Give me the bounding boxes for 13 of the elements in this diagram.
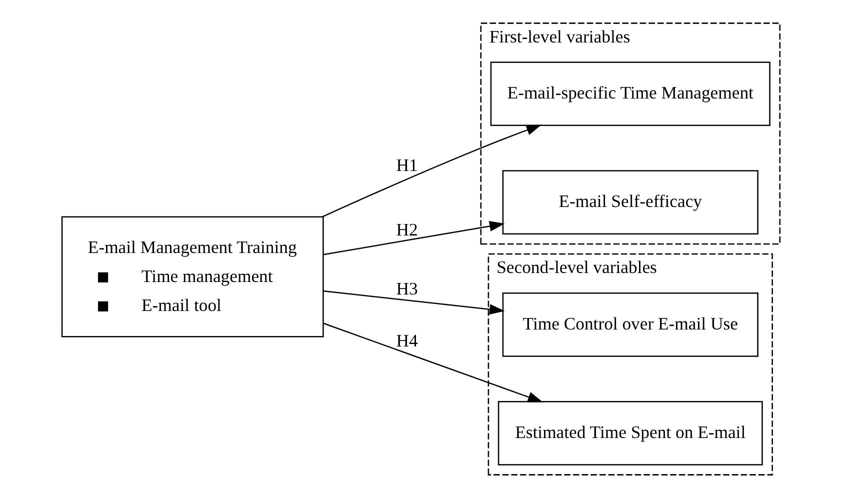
arrow <box>323 322 543 402</box>
edge-label: H1 <box>396 155 418 176</box>
node-box: E-mail Management Training Time management E-mail tool <box>61 216 324 338</box>
arrow <box>322 124 542 218</box>
arrow <box>323 290 505 315</box>
edge-label: H3 <box>396 278 418 299</box>
node-box: E-mail Self-efficacy <box>502 170 758 234</box>
node-box: E-mail-specific Time Management <box>490 62 770 126</box>
arrow <box>323 220 505 256</box>
edge-label: H2 <box>396 219 418 240</box>
node-box: Estimated Time Spent on E-mail <box>498 401 763 466</box>
edge-label: H4 <box>396 330 418 350</box>
node-box: Time Control over E-mail Use <box>502 292 758 357</box>
